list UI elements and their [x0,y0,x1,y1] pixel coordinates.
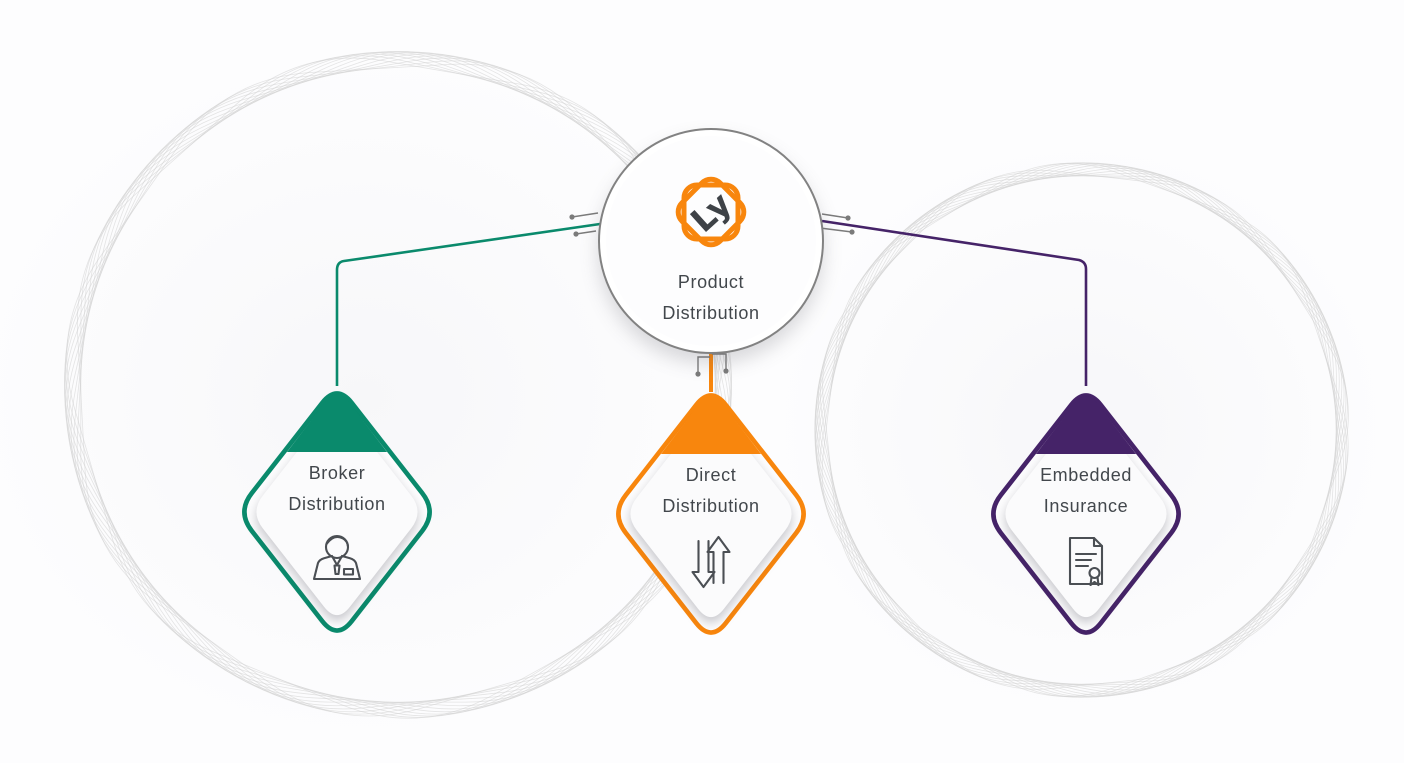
connector-embedded [821,219,1088,386]
node-label: Broker Distribution [187,458,487,520]
connector-broker [335,222,601,386]
diamond-shape [242,391,432,633]
root-node-label: Product Distribution [561,267,861,329]
node-label-line2: Insurance [1043,496,1129,516]
node-direct-distribution: Direct Distribution [601,372,821,656]
certificate-document-icon [1068,536,1104,587]
diamond-shape [616,393,806,635]
left-pin-marks [569,212,599,237]
root-label-line2: Distribution [662,303,760,323]
up-down-arrows-icon [691,535,731,589]
node-label: Direct Distribution [561,460,861,522]
node-label-line1: Direct [685,465,737,485]
node-label: Embedded Insurance [936,460,1236,522]
company-logo-icon: Ly [675,176,747,248]
node-label-line2: Distribution [288,494,386,514]
right-heptagon-mesh [814,162,1349,698]
node-label-line1: Embedded [1040,465,1132,485]
bottom-pin-marks [695,353,729,377]
node-embedded-insurance: Embedded Insurance [976,372,1196,656]
node-label-line2: Distribution [662,496,760,516]
node-broker-distribution: Broker Distribution [227,370,447,654]
root-label-line1: Product [677,272,745,292]
right-pin-marks [819,213,855,235]
node-label-line1: Broker [308,463,366,483]
diamond-shape [991,393,1181,635]
broker-person-icon [312,534,362,581]
